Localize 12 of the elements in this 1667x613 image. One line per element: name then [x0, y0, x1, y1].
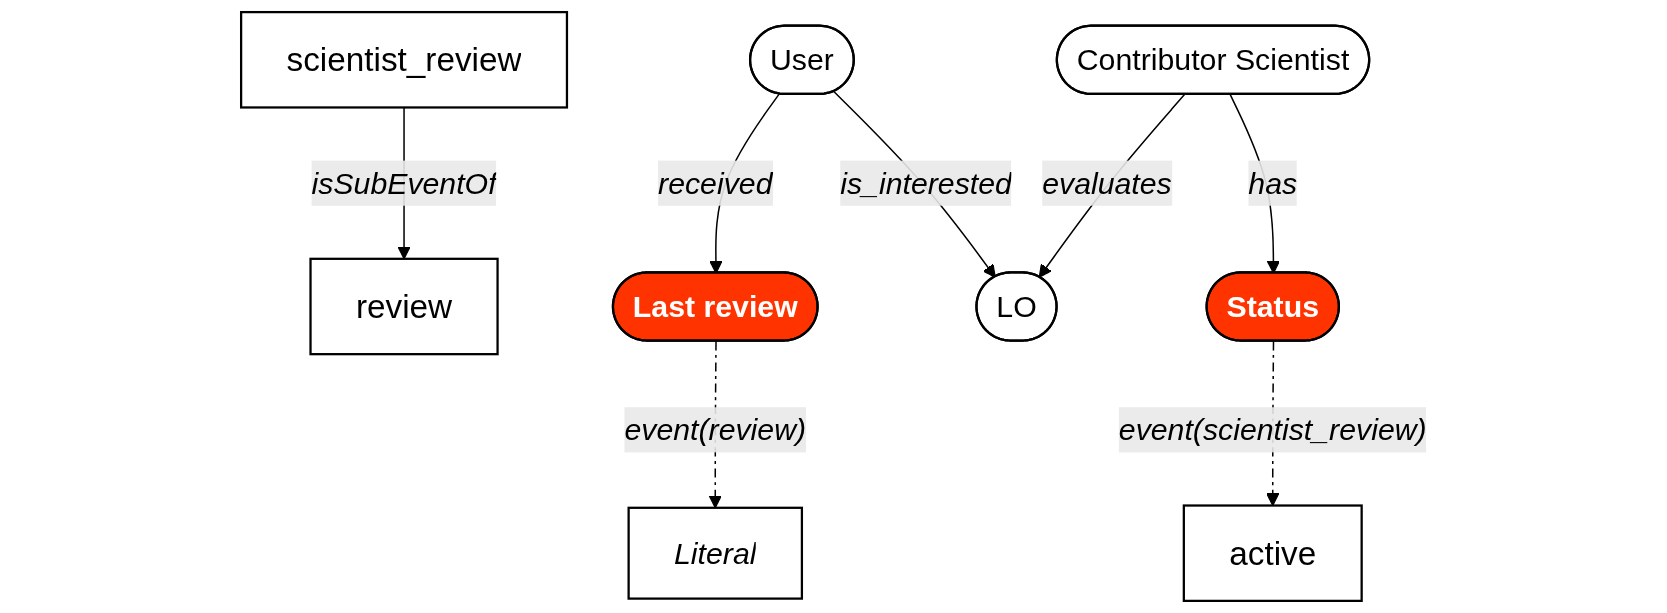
edge-label: event(scientist_review)	[1118, 413, 1427, 447]
edge-label: is_interested	[839, 166, 1012, 200]
edge-label: isSubEventOf	[311, 166, 497, 200]
node-box: active	[1182, 504, 1363, 602]
node-box: Literal	[627, 506, 803, 600]
node-box: review	[309, 257, 499, 356]
edge-label: received	[657, 166, 773, 200]
node-box: scientist_review	[239, 10, 568, 109]
edge-label: event(review)	[624, 413, 806, 447]
edge-label: evaluates	[1041, 166, 1172, 200]
arrow	[1038, 93, 1185, 278]
edge-label: has	[1247, 166, 1297, 200]
